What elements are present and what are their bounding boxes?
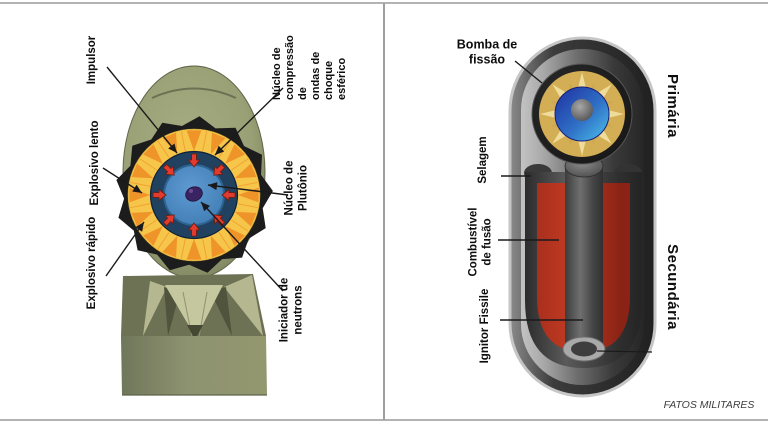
label-nucleo-compressao: Núcleo de compressão de ondas de choque … bbox=[271, 35, 348, 100]
tail-fin-box bbox=[121, 274, 267, 396]
implosion-bomb-illustration bbox=[102, 65, 289, 396]
thermonuclear-illustration bbox=[498, 36, 657, 398]
bomb-cutaway-core bbox=[116, 116, 273, 273]
label-combustivel-fusao: Combustível de fusão bbox=[467, 207, 493, 277]
label-explosivo-rapido: Explosivo rápido bbox=[86, 216, 99, 310]
secondary-assembly bbox=[524, 154, 653, 368]
label-ignitor-fissile: Ignitor Fissile bbox=[479, 288, 492, 364]
label-primaria: Primária bbox=[663, 73, 681, 139]
label-explosivo-lento: Explosivo lento bbox=[89, 120, 102, 206]
label-selagem: Selagem bbox=[477, 136, 490, 184]
label-impulsor: Impulsor bbox=[86, 35, 99, 85]
label-secundaria: Secundária bbox=[663, 244, 681, 330]
implosion-bomb-panel: Impulsor Explosivo lento Explosivo rápid… bbox=[86, 35, 348, 396]
bottom-border-line bbox=[0, 419, 768, 421]
fission-primary-sphere bbox=[531, 63, 633, 165]
leader-lines bbox=[102, 66, 289, 292]
watermark-fatos-militares: FATOS MILITARES bbox=[663, 399, 755, 411]
panel-divider bbox=[383, 3, 385, 420]
label-nucleo-plutonio: Núcleo de Plutônio bbox=[283, 160, 309, 216]
label-bomba-fissao: Bomba de fissão bbox=[456, 37, 518, 66]
thermonuclear-panel: Bomba de fissão Selagem Combustível de f… bbox=[384, 0, 768, 427]
label-iniciador-neutrons: Iniciador de neutrons bbox=[278, 277, 304, 343]
leader-lines-right bbox=[498, 60, 583, 321]
